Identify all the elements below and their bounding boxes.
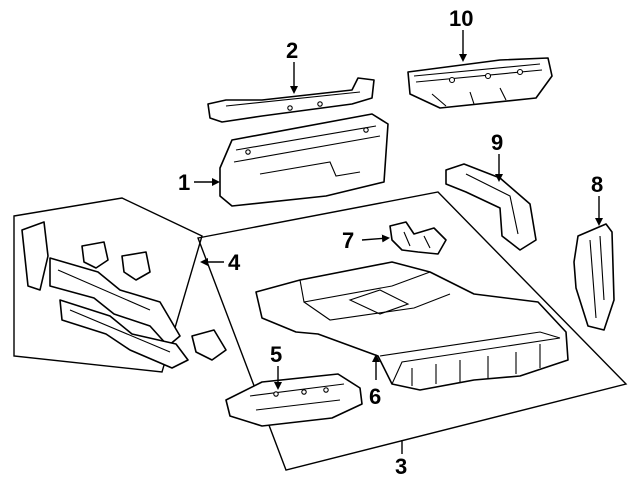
callout-7: 7	[342, 228, 354, 253]
part-4-floor-rails[interactable]	[21, 221, 227, 369]
callout-1: 1	[178, 170, 190, 195]
callout-6: 6	[369, 384, 381, 409]
part-7-bracket[interactable]	[389, 221, 447, 255]
callout-10: 10	[449, 6, 473, 31]
callout-2: 2	[286, 38, 298, 63]
floor-rails-outline	[13, 197, 203, 373]
callout-8: 8	[591, 172, 603, 197]
leader-7	[361, 234, 390, 243]
part-8-side-member[interactable]	[573, 223, 615, 331]
callout-4: 4	[228, 250, 241, 275]
part-10-crossmember[interactable]	[407, 57, 553, 109]
callout-5: 5	[270, 342, 282, 367]
part-3-floor-pan[interactable]	[255, 261, 569, 391]
part-5-floor-panel[interactable]	[225, 373, 363, 427]
callout-9: 9	[491, 130, 503, 155]
part-1-crossmember[interactable]	[219, 113, 389, 207]
callout-3: 3	[395, 454, 407, 479]
part-2-upper-crossmember[interactable]	[207, 77, 375, 123]
part-9-bracket[interactable]	[445, 163, 537, 251]
